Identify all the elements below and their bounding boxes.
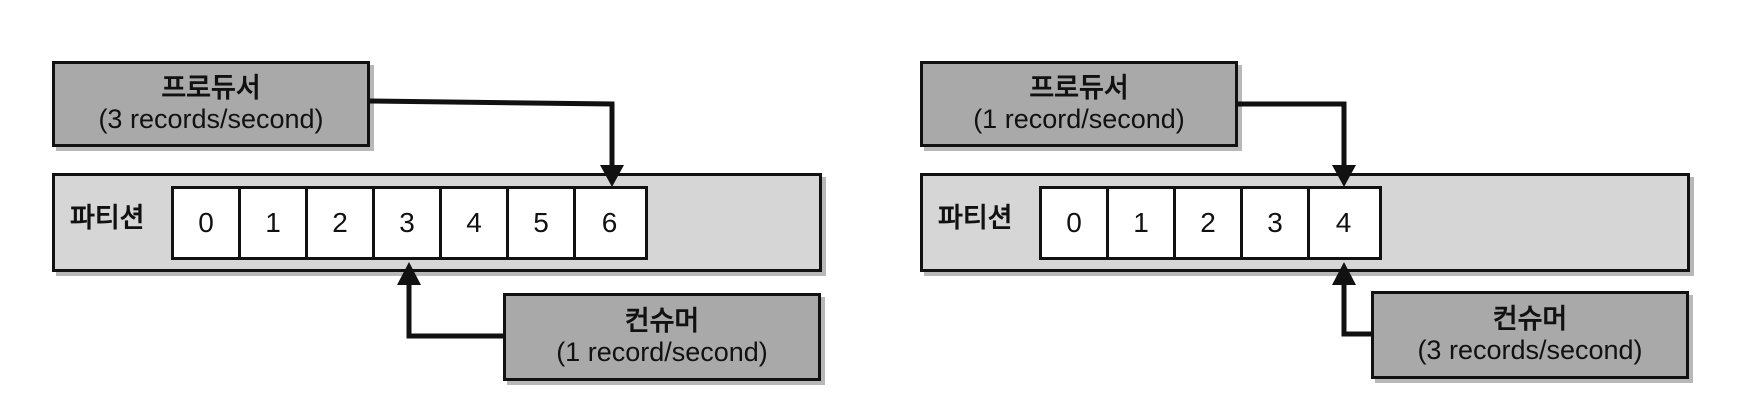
left-consumer-title: 컨슈머 <box>624 305 700 337</box>
left-producer-rate: (3 records/second) <box>98 104 324 134</box>
left-partition-label: 파티션 <box>70 203 145 234</box>
right-consumer-title: 컨슈머 <box>1492 303 1568 335</box>
right-partition-label: 파티션 <box>938 203 1013 234</box>
right-record-0: 0 <box>1042 189 1109 257</box>
left-record-4: 4 <box>442 189 509 257</box>
right-record-4: 4 <box>1335 207 1352 238</box>
left-consumer-arrow <box>406 278 503 339</box>
right-producer-arrow <box>1238 101 1347 173</box>
left-partition-records: 0 1 2 3 4 5 6 <box>171 186 648 260</box>
left-producer-title: 프로듀서 <box>161 72 261 104</box>
right-record-3: 3 <box>1243 189 1310 257</box>
left-record-1: 1 <box>241 189 308 257</box>
right-producer-rate: (1 record/second) <box>973 104 1185 134</box>
left-record-0: 0 <box>174 189 241 257</box>
right-producer-title: 프로듀서 <box>1029 72 1129 104</box>
right-producer-box: 프로듀서 (1 record/second) <box>920 61 1238 147</box>
right-partition-records: 0 1 2 3 4 <box>1039 186 1382 260</box>
left-record-2: 2 <box>308 189 375 257</box>
right-consumer-box: 컨슈머 (3 records/second) <box>1371 291 1689 379</box>
left-consumer-box: 컨슈머 (1 record/second) <box>503 293 821 381</box>
left-producer-box: 프로듀서 (3 records/second) <box>52 61 370 147</box>
left-record-6: 6 <box>601 207 618 238</box>
left-record-3: 3 <box>375 189 442 257</box>
right-record-1: 1 <box>1109 189 1176 257</box>
right-consumer-arrow <box>1341 278 1371 337</box>
left-consumer-rate: (1 record/second) <box>556 337 768 367</box>
left-producer-arrow <box>369 98 615 173</box>
left-record-5: 5 <box>509 189 576 257</box>
right-consumer-rate: (3 records/second) <box>1417 335 1643 365</box>
right-record-2: 2 <box>1176 189 1243 257</box>
